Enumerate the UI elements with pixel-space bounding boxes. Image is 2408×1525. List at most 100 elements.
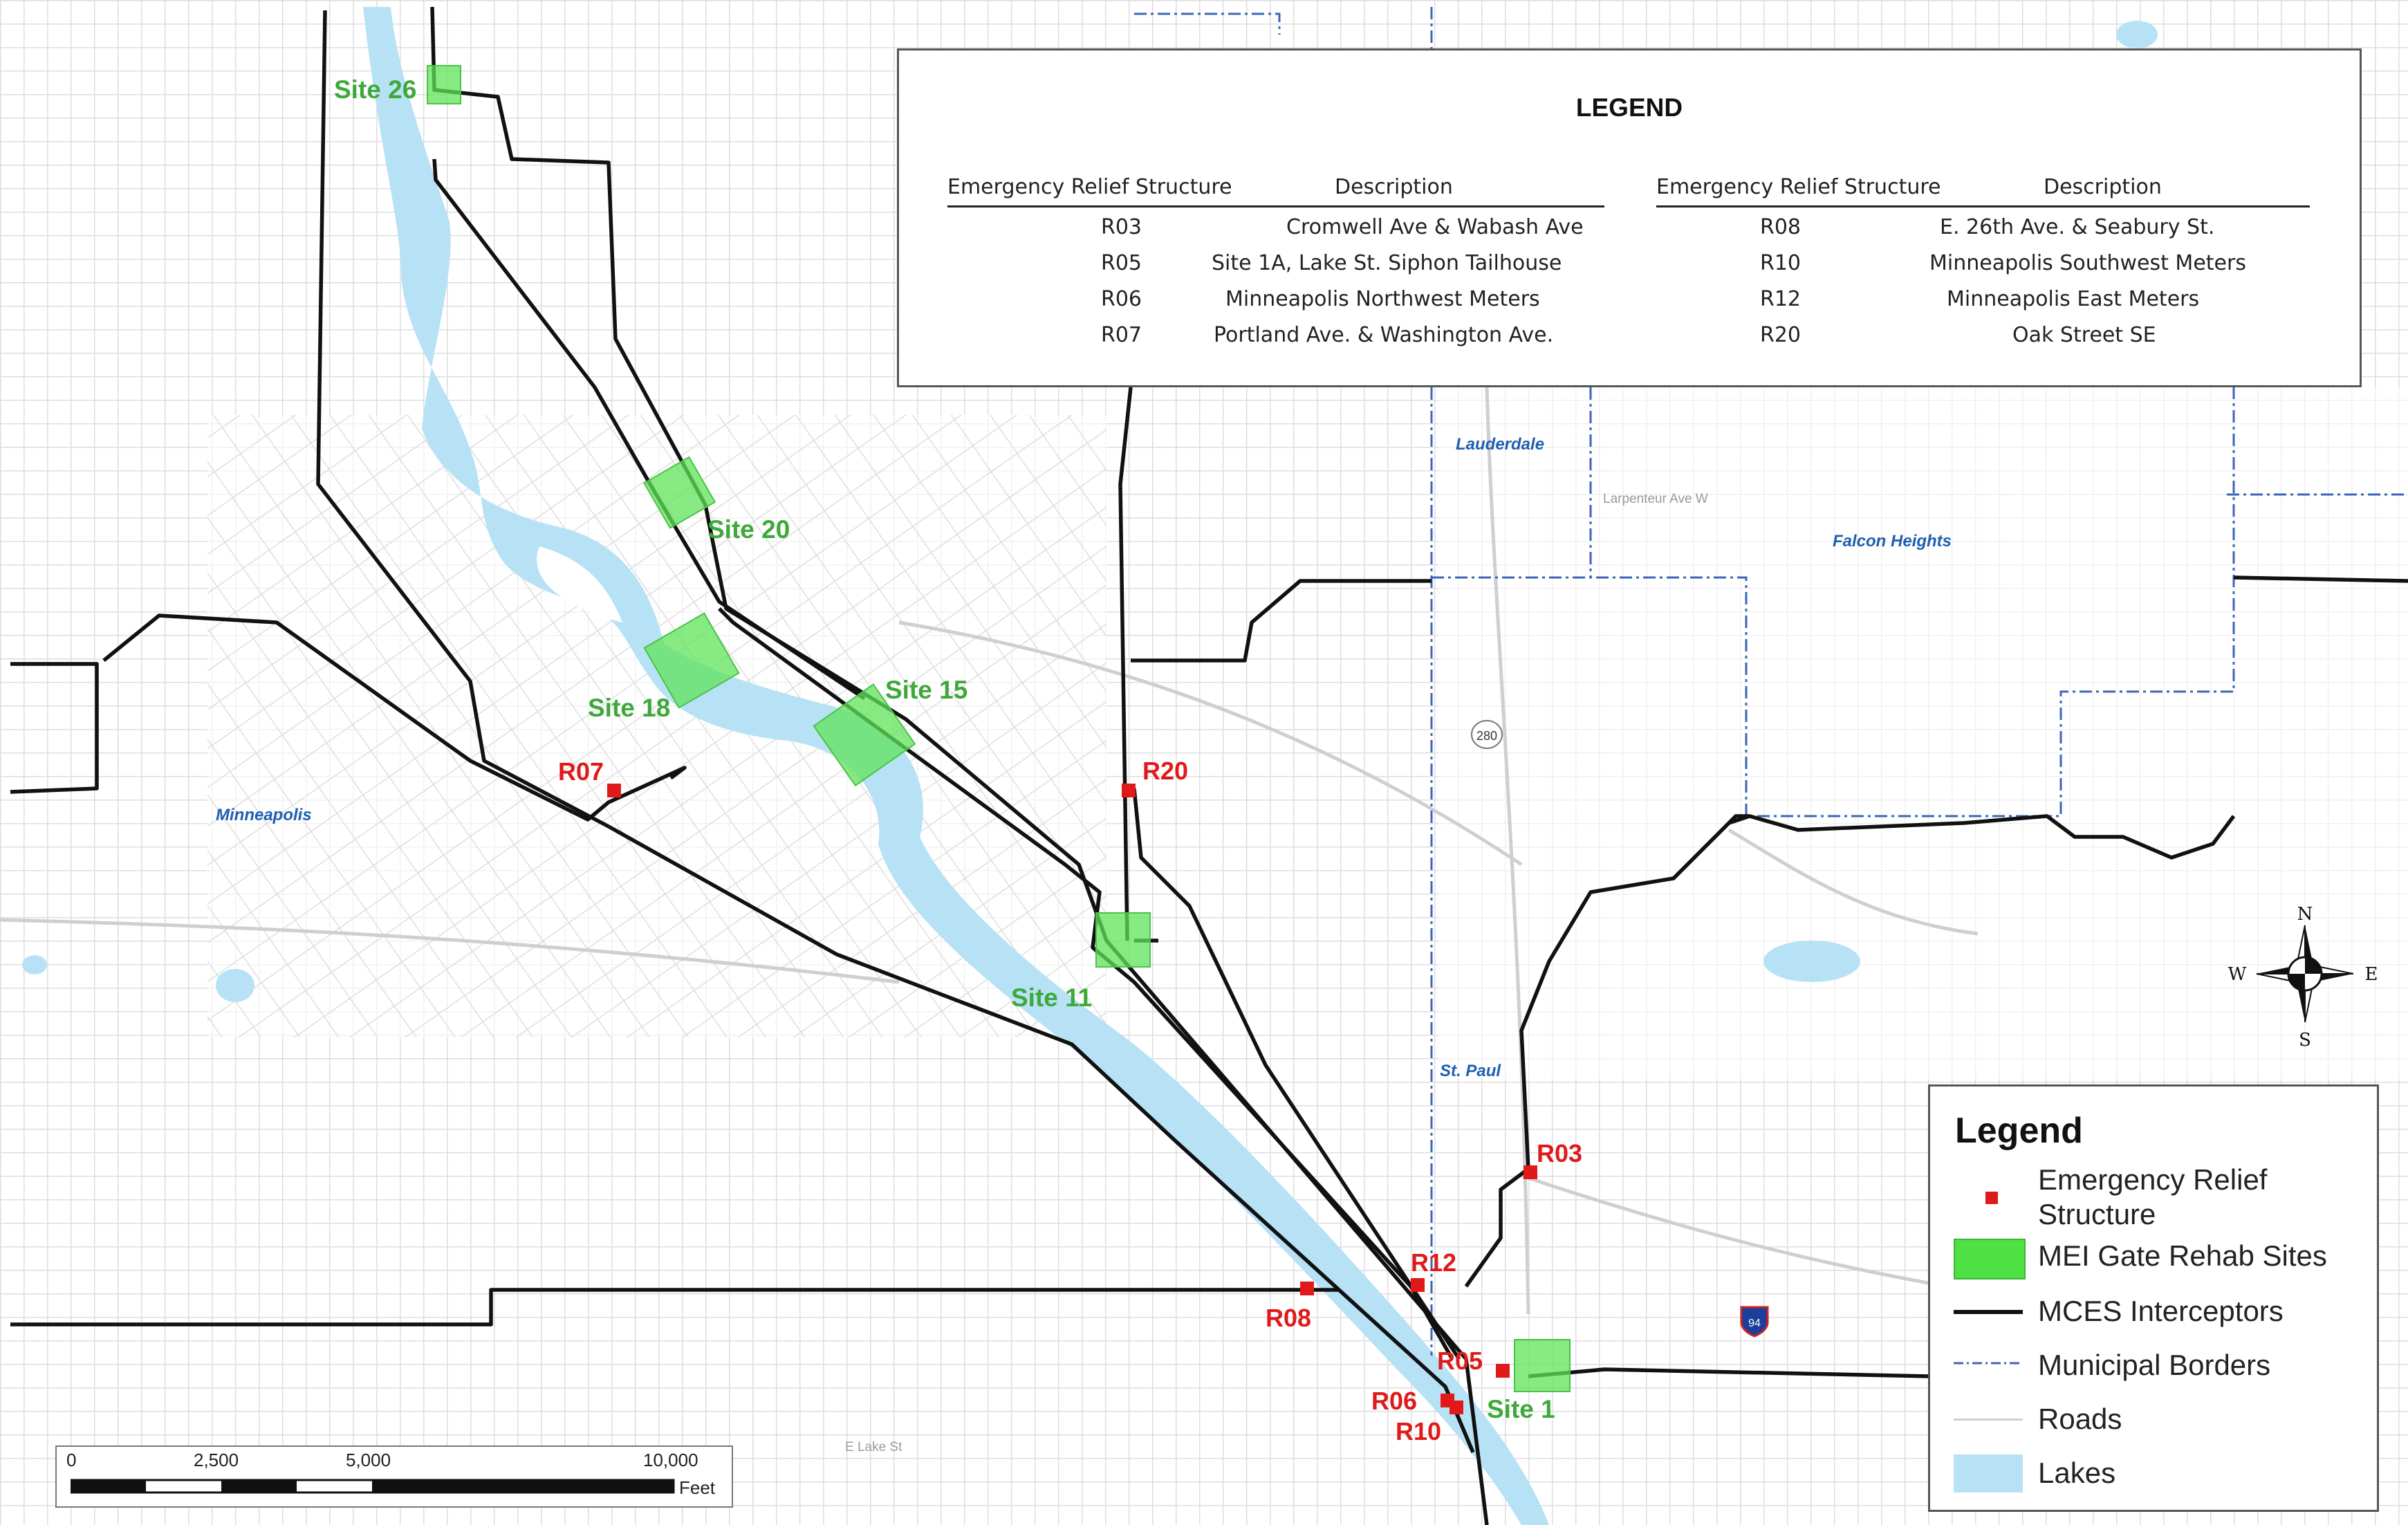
black-line-icon bbox=[1954, 1310, 2023, 1314]
lake bbox=[1763, 941, 1860, 982]
place-falcon-heights: Falcon Heights bbox=[1833, 532, 1952, 551]
scale-unit: Feet bbox=[679, 1477, 716, 1498]
blue-rectangle-icon bbox=[1954, 1454, 2023, 1492]
lake bbox=[22, 955, 47, 974]
map-legend-title: Legend bbox=[1955, 1111, 2083, 1151]
table-row-desc: Cromwell Ave & Wabash Ave bbox=[1286, 215, 1584, 239]
structure-legend-table: LEGEND Emergency Relief Structure Descri… bbox=[897, 48, 2362, 387]
site-15-label: Site 15 bbox=[885, 676, 967, 704]
mei-gate-sites bbox=[427, 65, 1571, 1392]
site-18-label: Site 18 bbox=[588, 694, 670, 722]
legend-item-borders: Municipal Borders bbox=[1930, 1341, 2377, 1389]
table-row-id: R05 bbox=[1101, 251, 1142, 275]
r03-marker bbox=[1523, 1165, 1537, 1179]
table-row-id: R06 bbox=[1101, 287, 1142, 311]
legend-item-lakes: Lakes bbox=[1930, 1449, 2377, 1497]
scale-tick: 5,000 bbox=[346, 1450, 391, 1470]
legend-table-title: LEGEND bbox=[1575, 93, 1683, 122]
table-row-desc: E. 26th Ave. & Seabury St. bbox=[1940, 215, 2215, 239]
road-e-lake-st: E Lake St bbox=[845, 1440, 902, 1454]
table-row-desc: Oak Street SE bbox=[2012, 323, 2156, 347]
r10-marker bbox=[1450, 1401, 1463, 1414]
compass-e: E bbox=[2365, 964, 2378, 985]
site-20-marker bbox=[643, 456, 716, 529]
north-arrow-icon: N S E W bbox=[2228, 904, 2378, 1051]
lakes bbox=[22, 21, 2158, 1002]
place-lauderdale: Lauderdale bbox=[1456, 435, 1544, 454]
site-26-label: Site 26 bbox=[334, 75, 416, 104]
table-row-desc: Site 1A, Lake St. Siphon Tailhouse bbox=[1212, 251, 1562, 275]
table-row-desc: Minneapolis East Meters bbox=[1947, 287, 2200, 311]
scale-tick: 2,500 bbox=[194, 1450, 239, 1470]
place-st-paul: St. Paul bbox=[1440, 1062, 1501, 1080]
r06-label: R06 bbox=[1371, 1387, 1417, 1415]
col-header-description: Description bbox=[1335, 175, 1453, 199]
site-11-marker bbox=[1095, 912, 1151, 968]
site-20-label: Site 20 bbox=[707, 515, 790, 544]
municipal-borders bbox=[1134, 7, 2408, 1356]
red-square-icon bbox=[1985, 1192, 1998, 1204]
header-rule bbox=[947, 205, 1604, 207]
table-row-id: R20 bbox=[1760, 323, 1802, 347]
table-row-id: R12 bbox=[1760, 287, 1802, 311]
lake bbox=[216, 969, 254, 1002]
table-row-desc: Portland Ave. & Washington Ave. bbox=[1214, 323, 1554, 347]
site-1-marker bbox=[1514, 1339, 1571, 1392]
place-minneapolis: Minneapolis bbox=[216, 806, 312, 824]
lake bbox=[2116, 21, 2158, 48]
legend-item-interceptors: MCES Interceptors bbox=[1930, 1287, 2377, 1335]
compass-n: N bbox=[2297, 904, 2313, 925]
gray-line-icon bbox=[1954, 1418, 2023, 1421]
road-larpenteur: Larpenteur Ave W bbox=[1603, 492, 1708, 506]
highway-shield-94: 94 bbox=[1740, 1306, 1769, 1338]
scale-bar: 0 2,500 5,000 10,000 Feet bbox=[55, 1445, 733, 1508]
r03-label: R03 bbox=[1537, 1139, 1582, 1167]
col-header-structure: Emergency Relief Structure bbox=[1656, 175, 1941, 199]
site-1-label: Site 1 bbox=[1487, 1395, 1555, 1423]
legend-item-label: Roads bbox=[2038, 1403, 2122, 1435]
col-header-structure: Emergency Relief Structure bbox=[947, 175, 1232, 199]
r08-marker bbox=[1300, 1282, 1314, 1295]
r20-label: R20 bbox=[1142, 757, 1188, 785]
table-row-desc: Minneapolis Northwest Meters bbox=[1225, 287, 1540, 311]
r07-label: R07 bbox=[558, 757, 604, 786]
r12-label: R12 bbox=[1411, 1248, 1456, 1277]
r12-marker bbox=[1411, 1278, 1425, 1292]
legend-item-roads: Roads bbox=[1930, 1395, 2377, 1443]
svg-text:280: 280 bbox=[1476, 729, 1497, 743]
scale-bar-graphic bbox=[71, 1479, 675, 1494]
legend-item-label: MEI Gate Rehab Sites bbox=[2038, 1239, 2327, 1272]
relief-markers bbox=[607, 784, 1537, 1414]
r07-marker bbox=[607, 784, 621, 797]
legend-item-label: MCES Interceptors bbox=[2038, 1295, 2284, 1327]
r20-marker bbox=[1122, 784, 1136, 797]
dash-dot-line-icon bbox=[1954, 1362, 2023, 1365]
table-row-id: R08 bbox=[1760, 215, 1802, 239]
table-row-id: R03 bbox=[1101, 215, 1142, 239]
r08-label: R08 bbox=[1266, 1304, 1311, 1332]
table-row-id: R07 bbox=[1101, 323, 1142, 347]
scale-tick: 10,000 bbox=[643, 1450, 698, 1470]
site-15-marker bbox=[813, 683, 916, 787]
legend-item-sites: MEI Gate Rehab Sites bbox=[1930, 1232, 2377, 1280]
site-11-label: Site 11 bbox=[1011, 983, 1092, 1012]
legend-item-label: Municipal Borders bbox=[2038, 1349, 2271, 1381]
compass-w: W bbox=[2228, 964, 2247, 985]
col-header-description: Description bbox=[2044, 175, 2162, 199]
header-rule bbox=[1656, 205, 2310, 207]
compass-s: S bbox=[2299, 1030, 2311, 1051]
table-row-id: R10 bbox=[1760, 251, 1802, 275]
map-legend: Legend Emergency Relief Structure MEI Ga… bbox=[1928, 1084, 2379, 1512]
r05-label: R05 bbox=[1437, 1347, 1483, 1375]
highway-shield-280: 280 bbox=[1471, 720, 1503, 749]
table-row-desc: Minneapolis Southwest Meters bbox=[1929, 251, 2246, 275]
site-18-marker bbox=[643, 612, 740, 709]
scale-tick: 0 bbox=[66, 1450, 77, 1470]
legend-item-relief: Emergency Relief Structure bbox=[1930, 1163, 2377, 1239]
legend-item-label: Lakes bbox=[2038, 1457, 2116, 1489]
r05-marker bbox=[1496, 1364, 1510, 1378]
green-rectangle-icon bbox=[1954, 1239, 2026, 1279]
legend-item-label: Emergency Relief Structure bbox=[2038, 1163, 2268, 1230]
site-26-marker bbox=[427, 65, 461, 104]
r10-label: R10 bbox=[1396, 1417, 1441, 1445]
